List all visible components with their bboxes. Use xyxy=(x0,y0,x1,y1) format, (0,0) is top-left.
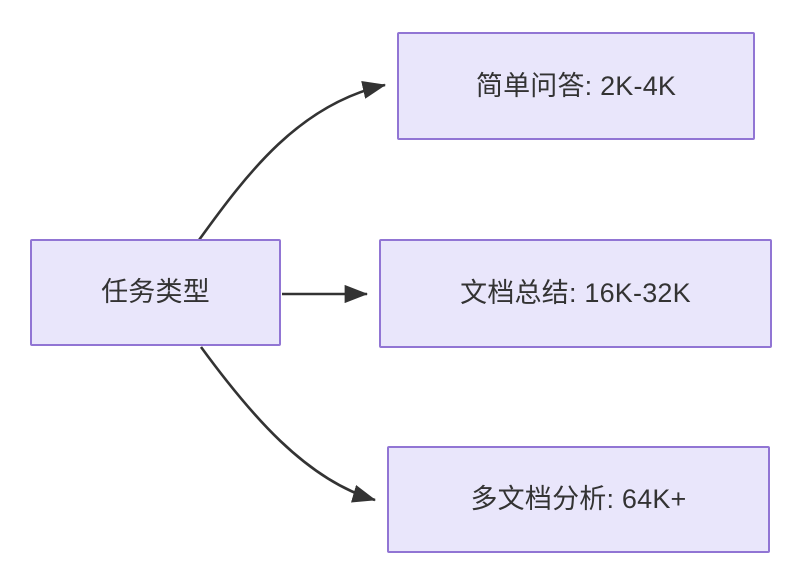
edge-root-to-multi-doc xyxy=(199,346,376,503)
edge-root-to-simple-qa xyxy=(197,81,387,241)
node-task-type-label: 任务类型 xyxy=(101,277,210,308)
node-multi-doc[interactable]: 多文档分析: 64K+ xyxy=(387,446,770,553)
node-doc-summary-label: 文档总结: 16K-32K xyxy=(460,278,691,309)
node-doc-summary[interactable]: 文档总结: 16K-32K xyxy=(379,239,772,348)
node-simple-qa[interactable]: 简单问答: 2K-4K xyxy=(397,32,755,140)
node-simple-qa-label: 简单问答: 2K-4K xyxy=(475,70,677,101)
node-multi-doc-label: 多文档分析: 64K+ xyxy=(470,484,687,515)
node-task-type[interactable]: 任务类型 xyxy=(30,239,281,346)
